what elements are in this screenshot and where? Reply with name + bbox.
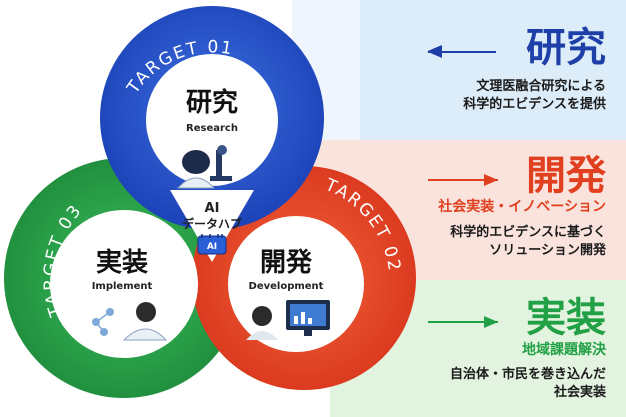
- panel-research-line1: 文理医融合研究による: [476, 79, 606, 94]
- hub-line2: データハブ: [181, 217, 242, 231]
- implement-title: 実装: [95, 248, 148, 278]
- research-title: 研究: [185, 88, 238, 118]
- developer-monitor-icon: [246, 300, 330, 340]
- arrow-research: [427, 45, 496, 58]
- ai-chip-icon: AI: [197, 234, 227, 255]
- hub-line1: AI: [204, 201, 220, 216]
- arrow-implement: [428, 316, 498, 328]
- panel-development-line2: ソリューション開発: [489, 243, 606, 258]
- development-title: 開発: [259, 248, 312, 278]
- microscope-scientist-icon: [176, 145, 232, 189]
- inner-circle-research: [146, 54, 278, 186]
- hub-triangle: [170, 190, 254, 262]
- band-research: [292, 0, 626, 140]
- panel-implement-subtitle: 地域課題解決: [522, 342, 606, 358]
- research-sub: Research: [186, 123, 238, 134]
- panel-research-title: 研究: [526, 25, 606, 71]
- lab-worker-icon: [92, 302, 168, 341]
- ai-chip-label: AI: [207, 242, 217, 252]
- panel-implement-line2: 社会実装: [553, 385, 606, 400]
- inner-circle-implement: [50, 210, 198, 358]
- development-sub: Development: [248, 281, 324, 292]
- panel-development-title: 開発: [526, 153, 606, 199]
- panel-research-line2: 科学的エビデンスを提供: [463, 97, 606, 112]
- arrow-development: [428, 174, 498, 186]
- implement-sub: Implement: [91, 281, 153, 292]
- panel-implement-title: 実装: [526, 295, 606, 341]
- panel-implement-line1: 自治体・市民を巻き込んだ: [449, 367, 606, 382]
- panel-development-subtitle: 社会実装・イノベーション: [438, 199, 606, 215]
- panel-development-line1: 科学的エビデンスに基づく: [450, 225, 606, 240]
